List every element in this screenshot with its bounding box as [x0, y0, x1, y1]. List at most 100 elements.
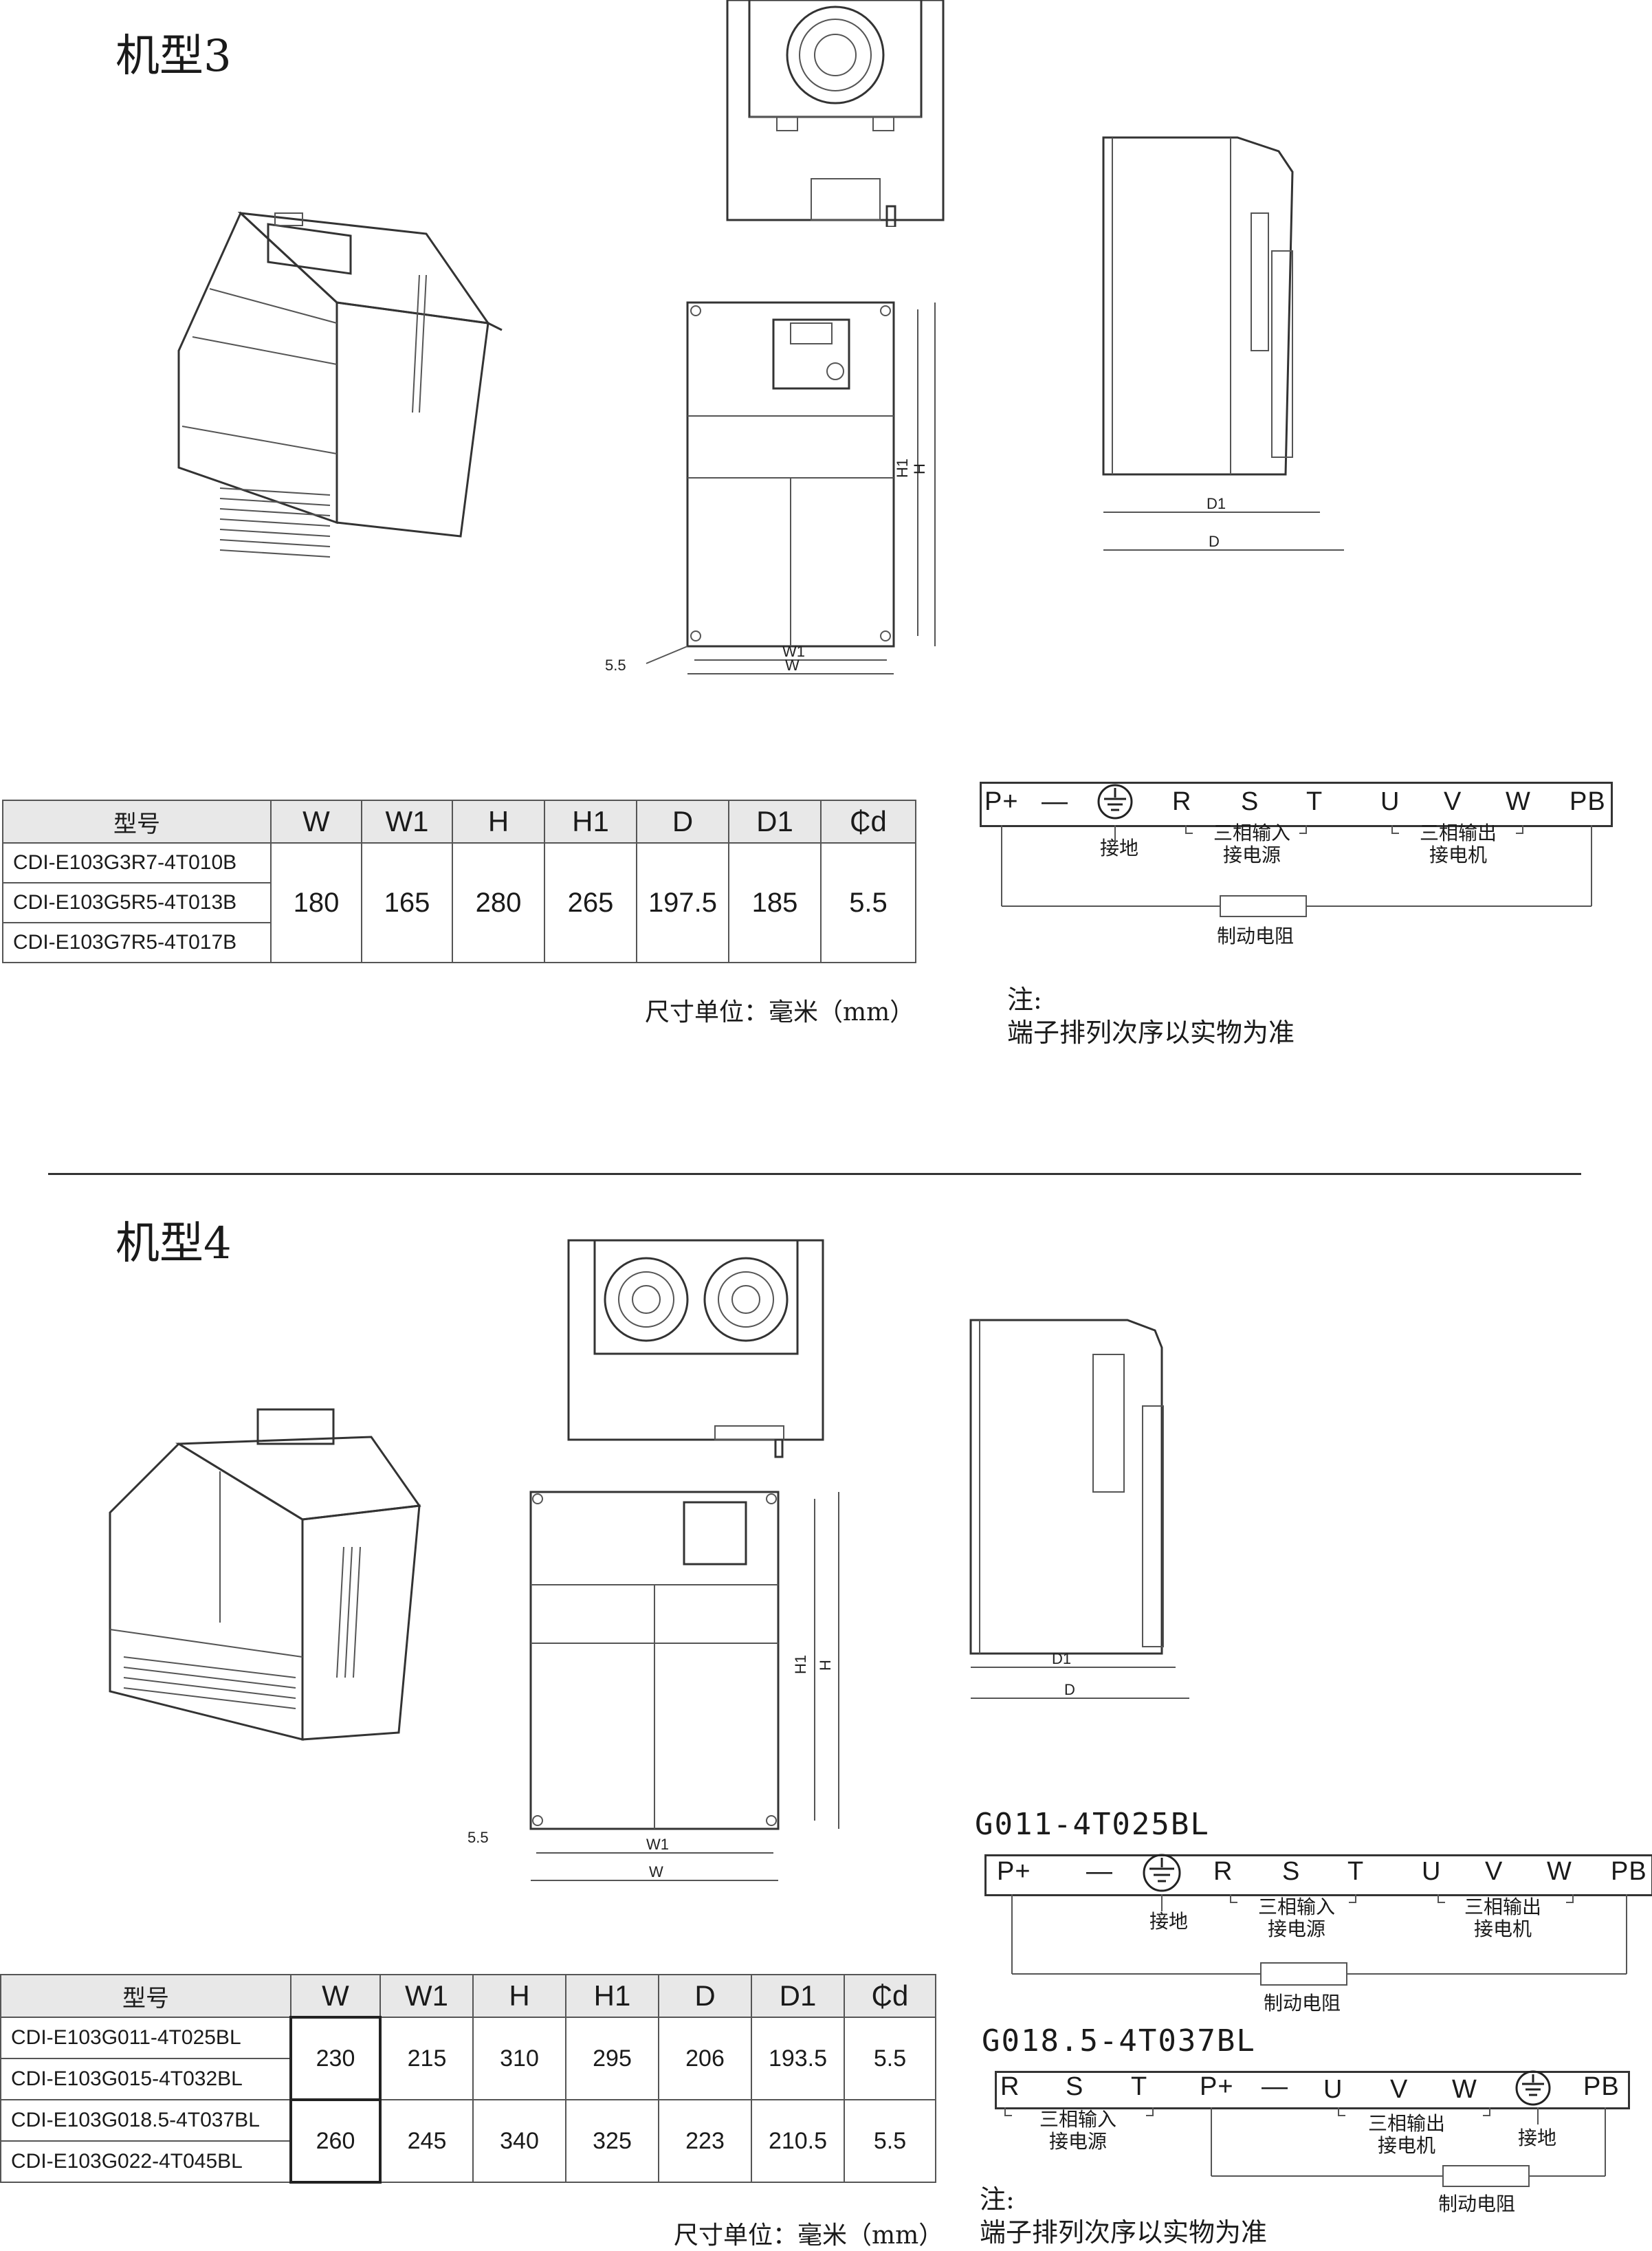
value-hole: 5.5 [820, 842, 916, 963]
wiring-title-b: G018.5-4T037BL [982, 2023, 1256, 2058]
model-row: CDI-E103G7R5-4T017B [2, 922, 272, 963]
value-d: 223 [658, 2099, 752, 2183]
side-view-type3: D1 D [1102, 136, 1344, 551]
terminal-strip-b [995, 2071, 1630, 2109]
terminal-s: S [1066, 2072, 1084, 2101]
input-label: 三相输入 接电源 [1213, 822, 1291, 866]
model-row: CDI-E103G018.5-4T037BL [0, 2099, 291, 2142]
terminal-t: T [1306, 787, 1323, 816]
terminal-p-plus: P+ [1200, 2072, 1234, 2101]
terminal-dash: — [1042, 787, 1068, 816]
output-label: 三相输出 接电机 [1420, 822, 1497, 866]
front-view-type4: H1 H W1 W 5.5 [467, 1491, 839, 1881]
wiring-lines-b [1004, 2107, 1606, 2187]
value-h: 310 [472, 2017, 566, 2100]
value-h1: 295 [565, 2017, 659, 2100]
terminal-w: W [1452, 2075, 1477, 2104]
terminal-strip-type3 [980, 782, 1613, 827]
terminal-p-plus: P+ [997, 1857, 1031, 1886]
terminal-t: T [1131, 2072, 1148, 2101]
value-d1: 185 [728, 842, 822, 963]
dimension-table-type4: 型号 W W1 H H1 D D1 ₵d CDI-E103G011-4T025B… [0, 1974, 936, 2184]
label-w1: W1 [646, 1836, 669, 1853]
label-w: W [785, 657, 800, 674]
terminal-pb: PB [1570, 787, 1606, 816]
resistor-label: 制动电阻 [1438, 2193, 1516, 2215]
model-row: CDI-E103G015-4T032BL [0, 2058, 291, 2100]
header-h1: H1 [544, 800, 637, 844]
terminal-u: U [1422, 1857, 1442, 1886]
terminal-dash: — [1262, 2072, 1288, 2101]
model-row: CDI-E103G5R5-4T013B [2, 882, 272, 923]
terminal-w: W [1547, 1857, 1572, 1886]
terminal-v: V [1485, 1857, 1504, 1886]
value-hole: 5.5 [844, 2017, 936, 2100]
value-w: 230 [289, 2016, 382, 2101]
value-w1: 215 [379, 2017, 474, 2100]
ground-label: 接地 [1100, 837, 1139, 859]
ground-icon [1097, 784, 1133, 820]
header-hole: ₵d [820, 800, 916, 844]
value-w1: 165 [361, 842, 453, 963]
dimension-table-type3: 型号 W W1 H H1 D D1 ₵d CDI-E103G3R7-4T010B… [2, 800, 916, 963]
header-w1: W1 [379, 1974, 474, 2018]
terminal-u: U [1323, 2075, 1343, 2104]
label-hole: 5.5 [467, 1829, 489, 1846]
header-d1: D1 [728, 800, 822, 844]
ground-icon [1143, 1854, 1181, 1892]
note-type4: 注: 端子排列次序以实物为准 [980, 2183, 1267, 2249]
value-d1: 210.5 [751, 2099, 845, 2183]
label-d: D [1209, 533, 1220, 550]
header-d: D [636, 800, 729, 844]
label-h1: H1 [894, 459, 911, 478]
wiring-title-a: G011-4T025BL [975, 1807, 1210, 1842]
note-body: 端子排列次序以实物为准 [980, 2217, 1268, 2248]
label-w: W [649, 1863, 663, 1880]
terminal-pb: PB [1583, 2072, 1620, 2101]
terminal-t: T [1347, 1857, 1365, 1886]
section-title-type4: 机型4 [115, 1218, 232, 1269]
terminal-s: S [1241, 787, 1259, 816]
value-d1: 193.5 [751, 2017, 845, 2100]
label-d1: D1 [1052, 1650, 1071, 1667]
label-h1: H1 [792, 1655, 809, 1674]
wiring-lines-type3 [1001, 825, 1592, 917]
header-hole: ₵d [844, 1974, 936, 2018]
model-row: CDI-E103G011-4T025BL [0, 2017, 291, 2059]
header-h: H [472, 1974, 566, 2018]
terminal-p-plus: P+ [984, 787, 1019, 816]
terminal-dash: — [1086, 1857, 1113, 1886]
model-row: CDI-E103G022-4T045BL [0, 2140, 291, 2183]
value-h1: 265 [544, 842, 637, 963]
terminal-u: U [1380, 787, 1400, 816]
resistor-label: 制动电阻 [1264, 1992, 1341, 2014]
output-label: 三相输出 接电机 [1464, 1896, 1542, 1940]
value-d: 197.5 [636, 842, 729, 963]
top-view-type4 [567, 1239, 824, 1458]
resistor-label: 制动电阻 [1217, 925, 1295, 947]
header-w1: W1 [361, 800, 453, 844]
terminal-w: W [1506, 787, 1531, 816]
value-h1: 325 [565, 2099, 659, 2183]
header-d: D [658, 1974, 752, 2018]
side-view-type4: D1 D [969, 1319, 1189, 1699]
terminal-s: S [1282, 1857, 1301, 1886]
terminal-r: R [1000, 2072, 1020, 2101]
section-title-type3: 机型3 [115, 31, 232, 82]
ground-label: 接地 [1518, 2127, 1557, 2149]
model-row: CDI-E103G3R7-4T010B [2, 842, 272, 883]
ground-label: 接地 [1149, 1911, 1189, 1932]
value-h: 280 [452, 842, 545, 963]
ground-icon [1515, 2070, 1551, 2106]
unit-note-type4: 尺寸单位：毫米（mm） [674, 2221, 944, 2250]
top-view-type3 [726, 0, 945, 227]
header-model: 型号 [2, 800, 272, 844]
note-head: 注: [1007, 985, 1042, 1015]
value-w1: 245 [379, 2099, 474, 2183]
note-type3: 注: 端子排列次序以实物为准 [1007, 983, 1295, 1049]
terminal-v: V [1444, 787, 1462, 816]
terminal-v: V [1390, 2075, 1409, 2104]
terminal-pb: PB [1611, 1857, 1647, 1886]
unit-note-type3: 尺寸单位：毫米（mm） [645, 998, 915, 1026]
terminal-r: R [1172, 787, 1192, 816]
